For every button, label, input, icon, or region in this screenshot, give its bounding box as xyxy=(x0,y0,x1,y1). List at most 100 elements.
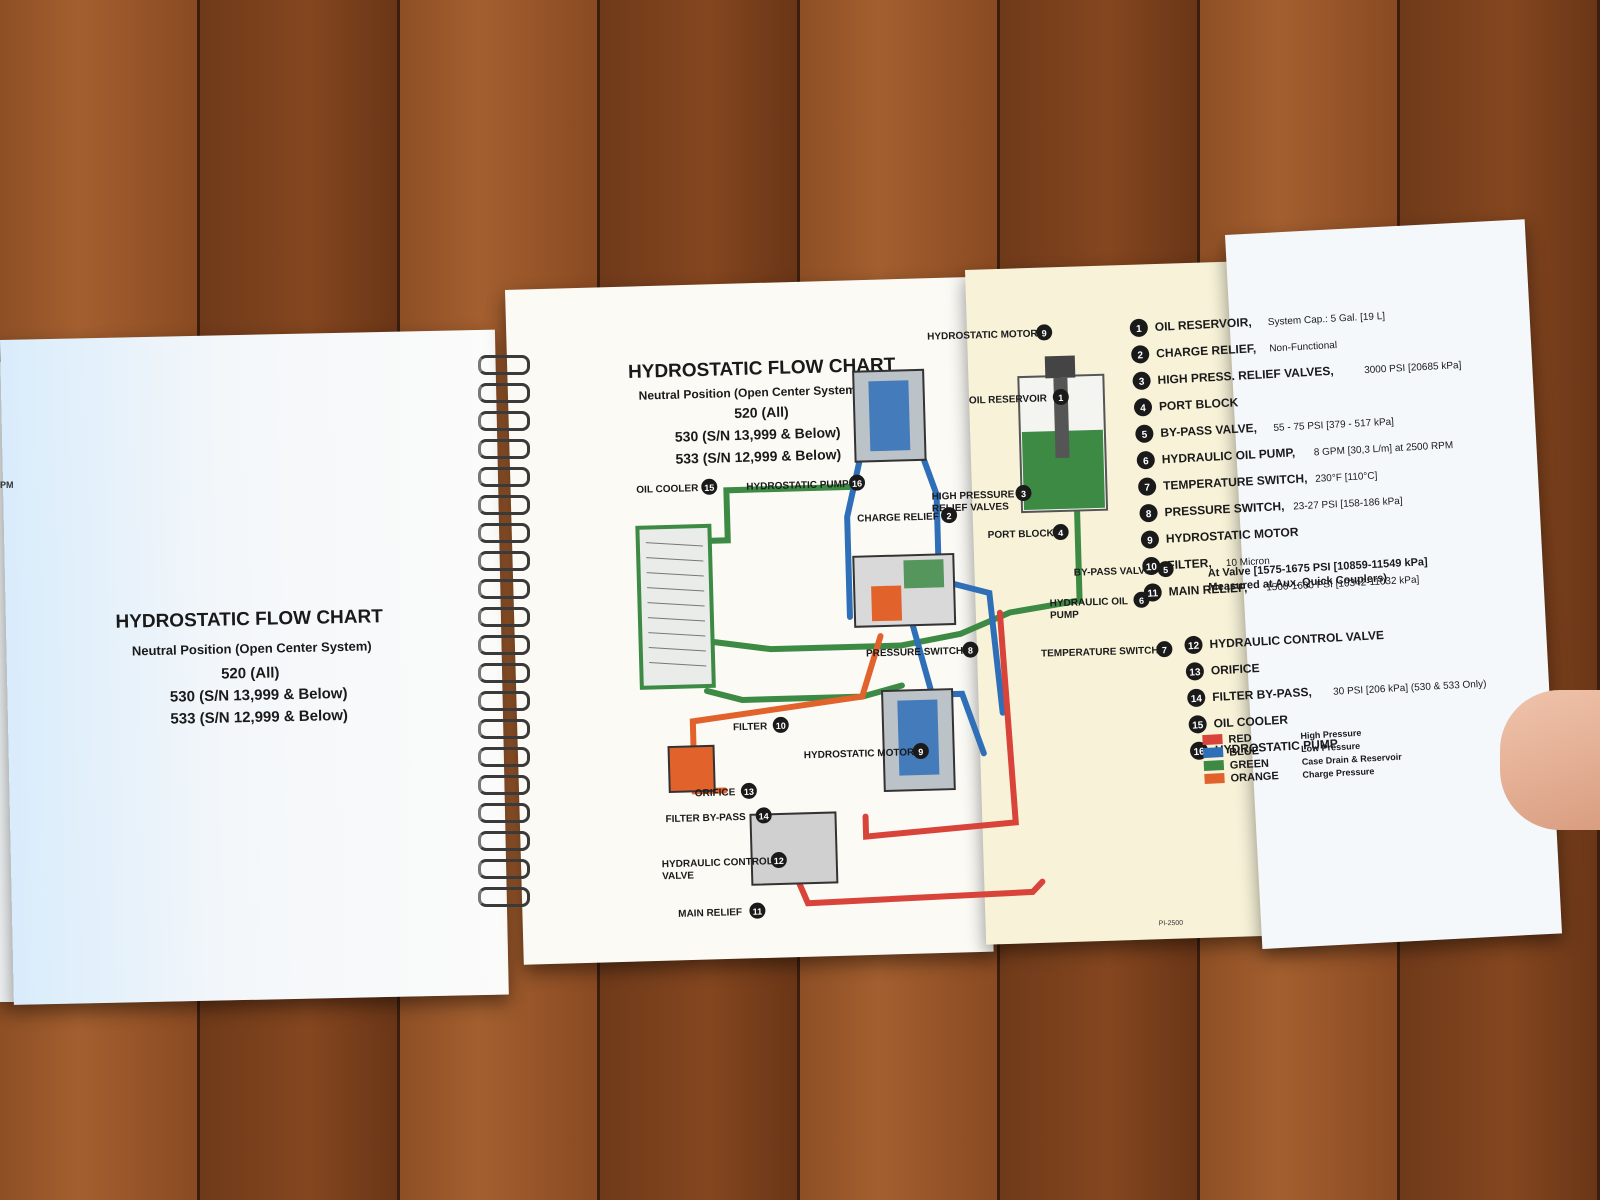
binding-coil xyxy=(478,495,530,515)
color-name: RED xyxy=(1228,733,1252,746)
legend-name: BY-PASS VALVE, xyxy=(1160,421,1257,440)
legend-detail: 230°F [110°C] xyxy=(1315,471,1378,485)
green-line-top xyxy=(699,483,860,545)
legend-number-badge xyxy=(1139,504,1158,523)
legend-item: 10 FILTER, 10 Micron xyxy=(1142,556,1270,576)
legend-number: 13 xyxy=(1189,667,1201,679)
diagram-label: OIL RESERVOIR 1 xyxy=(969,388,1069,407)
diagram-label-text: CHARGE RELIEF xyxy=(857,511,939,524)
legend-detail: 10 Micron xyxy=(1226,556,1270,569)
diagram-label-number: 7 xyxy=(1162,645,1167,655)
legend-number-badge xyxy=(1135,424,1154,443)
hydrostatic-diagram: HYDROSTATIC FLOW CHART Neutral Position … xyxy=(628,324,1184,928)
legend-name: FILTER BY-PASS, xyxy=(1212,685,1312,704)
diagram-label-text: ORIFICE xyxy=(695,787,736,799)
color-swatch xyxy=(1203,760,1225,772)
diagram-model-530: 530 (S/N 13,999 & Below) xyxy=(675,424,841,445)
legend-detail: 30 PSI [206 kPa] (530 & 533 Only) xyxy=(1333,679,1487,698)
binding-coil xyxy=(478,607,530,627)
left-model-520: 520 (All) xyxy=(221,664,280,682)
motor-bottom-blue xyxy=(897,699,940,776)
legend-number: 8 xyxy=(1146,509,1153,520)
legend-name: ORIFICE xyxy=(1211,661,1260,678)
diagram-label-text: HYDRAULIC OIL xyxy=(1050,596,1129,609)
diagram-label-number: 15 xyxy=(704,483,714,493)
legend-number: 7 xyxy=(1144,482,1151,493)
diagram-label-badge xyxy=(912,743,929,760)
green-line-middle xyxy=(702,507,1083,653)
reservoir-cap xyxy=(1044,355,1076,379)
binding-coil xyxy=(478,523,530,543)
binding-coil xyxy=(478,747,530,767)
legend-name: CHARGE RELIEF, xyxy=(1156,341,1257,360)
legend-name: HYDRAULIC CONTROL VALVE xyxy=(1209,628,1384,651)
legend-detail: System Cap.: 5 Gal. [19 L] xyxy=(1268,311,1386,328)
diagram-label-text: PORT BLOCK xyxy=(988,528,1055,541)
green-line-bottom xyxy=(703,682,905,703)
legend-detail: Non-Functional xyxy=(1269,340,1337,355)
motor-top-blue xyxy=(868,380,911,452)
legend-number-badge xyxy=(1132,371,1151,390)
left-model-530: 530 (S/N 13,999 & Below) xyxy=(170,685,348,706)
legend-number: 14 xyxy=(1191,694,1203,706)
color-desc: High Pressure xyxy=(1300,728,1361,741)
diagram-label-number: 12 xyxy=(774,856,784,866)
binding-coil xyxy=(478,719,530,739)
diagram-label-number: 9 xyxy=(1042,328,1047,338)
diagram-label-number: 16 xyxy=(852,479,862,489)
binding-coil xyxy=(478,439,530,459)
diagram-label-text: HYDROSTATIC MOTOR xyxy=(927,329,1039,343)
oil-cooler-fins xyxy=(645,542,707,667)
diagram-label-text: OIL RESERVOIR xyxy=(969,393,1048,406)
legend-name: FILTER, xyxy=(1167,556,1212,572)
legend-number-badge xyxy=(1138,477,1157,496)
legend-detail: 8 GPM [30,3 L/m] at 2500 RPM xyxy=(1314,440,1454,458)
legend-number-badge xyxy=(1187,688,1206,707)
diagram-label-text: HIGH PRESSURE xyxy=(931,489,1014,502)
legend-number-badge xyxy=(1129,318,1148,337)
diagram-label-badge xyxy=(1036,324,1053,341)
left-subtitle: Neutral Position (Open Center System) xyxy=(132,638,372,658)
page-code: PI-2500 xyxy=(1159,920,1184,928)
legend-number: 16 xyxy=(1193,746,1205,758)
binding-coil xyxy=(478,775,530,795)
binding-coil xyxy=(478,635,530,655)
legend-number: 2 xyxy=(1137,350,1144,361)
legend-number: 10 xyxy=(1146,562,1158,574)
diagram-label-text: FILTER BY-PASS xyxy=(665,812,746,825)
left-edge-text: PM xyxy=(0,480,14,490)
diagram-label-number: 8 xyxy=(968,646,973,656)
legend-name: MAIN RELIEF, xyxy=(1168,581,1247,599)
diagram-label-badge xyxy=(772,716,789,733)
oil-cooler-shape xyxy=(635,523,716,690)
diagram-label-badge xyxy=(1157,561,1174,578)
diagram-label-text: VALVE xyxy=(662,870,694,882)
diagram-label-badge xyxy=(1052,524,1069,541)
diagram-label-text: PUMP xyxy=(1050,610,1080,622)
diagram-label-badge xyxy=(749,902,766,919)
diagram-label-number: 1 xyxy=(1058,393,1063,403)
diagram-label-text: MAIN RELIEF xyxy=(678,907,742,920)
binding-coil xyxy=(478,383,530,403)
filter-shape xyxy=(667,744,716,794)
binding-coil xyxy=(478,691,530,711)
charge-section-orange xyxy=(871,585,903,622)
diagram-label-text: HYDROSTATIC PUMP xyxy=(746,479,849,493)
legend-item: 2 CHARGE RELIEF, Non-Functional xyxy=(1131,340,1337,364)
left-page-heading: HYDROSTATIC FLOW CHART Neutral Position … xyxy=(115,606,383,727)
binding-coil xyxy=(478,467,530,487)
